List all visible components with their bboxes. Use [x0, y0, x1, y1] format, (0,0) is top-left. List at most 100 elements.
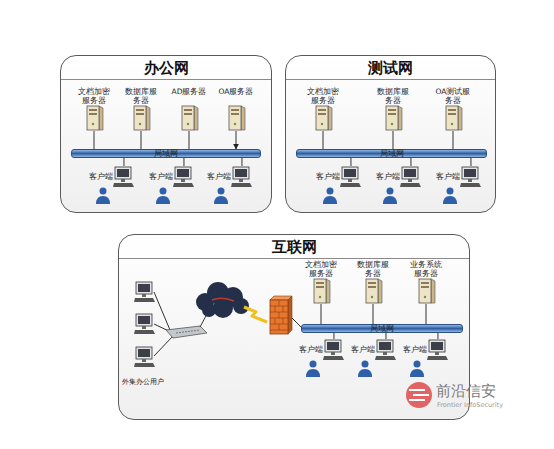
watermark-logo — [406, 382, 432, 408]
server-icon — [375, 105, 411, 131]
user-body — [443, 196, 457, 204]
screen — [235, 169, 247, 177]
computer-icon — [113, 166, 135, 188]
screen — [138, 316, 150, 324]
server-bay — [136, 113, 144, 115]
user-head — [327, 188, 334, 195]
server-node: OA服务器 — [218, 88, 254, 131]
keyboard — [400, 183, 421, 187]
user-head — [387, 188, 394, 195]
server-icon — [305, 105, 341, 131]
screen — [138, 349, 150, 357]
keyboard — [460, 183, 481, 187]
keyboard — [113, 183, 134, 187]
lan-link — [453, 131, 454, 149]
server-icon — [303, 278, 339, 304]
server-front — [87, 106, 99, 130]
server-side — [194, 106, 198, 130]
client-node: 客户端 — [299, 339, 345, 379]
lan-bus: 局域网 — [296, 149, 487, 158]
switch-symbol — [166, 326, 207, 338]
server-side — [326, 279, 330, 303]
user-icon — [213, 187, 229, 205]
logo-stripes — [409, 390, 429, 400]
server-label: 数据库服务器 — [355, 261, 391, 278]
client-label: 客户端 — [89, 172, 113, 181]
server-bay — [388, 109, 396, 111]
keyboard — [173, 183, 194, 187]
monitor — [115, 167, 131, 179]
computer-icon — [323, 339, 345, 361]
server-label: 数据库服务器 — [375, 88, 411, 105]
client-node: 客户端 — [149, 166, 195, 206]
screen — [464, 169, 476, 177]
stand — [121, 179, 125, 182]
monitor — [429, 340, 445, 352]
client-node: 客户端 — [316, 166, 362, 206]
keyboard — [134, 363, 155, 367]
server-label: 文档加密服务器 — [76, 88, 112, 105]
user-body — [358, 369, 372, 377]
computer-icon — [231, 166, 253, 188]
server-node: OA测试服务器 — [435, 88, 471, 131]
computer-icon — [340, 166, 362, 188]
computer-icon — [460, 166, 482, 188]
cloud-part — [233, 298, 249, 314]
lan-link — [437, 333, 438, 339]
network-zone: 办公网文档加密服务器数据库服务器AD服务器OA服务器局域网客户端客户端客户端 — [60, 55, 272, 213]
cloud-part — [196, 293, 214, 311]
keyboard — [427, 356, 448, 360]
server-icon — [171, 105, 207, 131]
user-body — [156, 196, 170, 204]
lan-link — [410, 158, 411, 166]
server-led — [139, 123, 141, 125]
lan-link — [350, 158, 351, 166]
user-icon — [442, 187, 458, 205]
keyboard — [231, 183, 252, 187]
server-bay — [184, 113, 192, 115]
monitor — [377, 340, 393, 352]
client-label: 客户端 — [436, 172, 460, 181]
server-icon — [408, 278, 444, 304]
stand — [383, 352, 387, 355]
server-icon — [218, 105, 254, 131]
screen — [404, 169, 416, 177]
server-side — [99, 106, 103, 130]
screen — [379, 342, 391, 350]
stand — [142, 359, 146, 362]
screen — [431, 342, 443, 350]
user-head — [414, 361, 421, 368]
group-caption: 外集办公用户 — [122, 377, 164, 387]
monitor — [325, 340, 341, 352]
client-label: 客户端 — [403, 345, 427, 354]
server-icon — [355, 278, 391, 304]
server-label: 文档加密服务器 — [303, 261, 339, 278]
lan-link — [393, 131, 394, 149]
server-bay — [318, 113, 326, 115]
zone-title: 办公网 — [61, 56, 271, 80]
user-icon — [95, 187, 111, 205]
client-node: 客户端 — [351, 339, 397, 379]
user-body — [410, 369, 424, 377]
user-icon — [409, 360, 425, 378]
lan-link — [94, 131, 95, 149]
stand — [239, 179, 243, 182]
lan-link — [189, 131, 190, 149]
lan-link — [241, 158, 242, 166]
monitor — [175, 167, 191, 179]
user-head — [100, 188, 107, 195]
cloud-part — [213, 298, 233, 318]
client-node: 客户端 — [436, 166, 482, 206]
network-zone: 互联网文档加密服务器数据库服务器业务系统服务器局域网客户端客户端客户端 — [118, 234, 470, 420]
server-side — [398, 106, 402, 130]
cloud-symbol — [196, 282, 249, 318]
lan-link — [373, 304, 374, 324]
wire — [154, 324, 171, 332]
monitor — [233, 167, 249, 179]
remote-pc — [134, 314, 155, 334]
watermark: 前沿信安 — [436, 382, 496, 401]
server-front — [316, 106, 328, 130]
computer-icon — [400, 166, 422, 188]
